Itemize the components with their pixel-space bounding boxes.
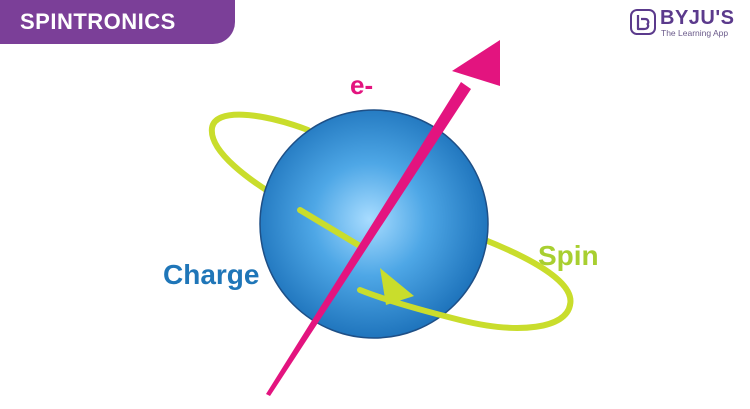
byjus-logo-icon bbox=[630, 9, 656, 35]
spin-orbit-back-right bbox=[482, 237, 574, 308]
brand-name: BYJU'S bbox=[660, 7, 735, 29]
brand-tagline: The Learning App bbox=[661, 28, 729, 38]
spin-orbit-back bbox=[208, 111, 311, 213]
electron-label: e- bbox=[350, 70, 374, 100]
spin-label: Spin bbox=[538, 240, 599, 271]
brand-logo: BYJU'S The Learning App bbox=[630, 7, 738, 41]
page-title-banner: SPINTRONICS bbox=[0, 0, 235, 44]
spin-arrow-head bbox=[380, 268, 414, 305]
page-title: SPINTRONICS bbox=[20, 9, 176, 34]
charge-label: Charge bbox=[163, 259, 260, 290]
spin-orbit-front-left bbox=[297, 207, 363, 249]
spin-axis-arrow bbox=[266, 82, 471, 396]
spin-axis-arrowhead bbox=[452, 40, 500, 86]
